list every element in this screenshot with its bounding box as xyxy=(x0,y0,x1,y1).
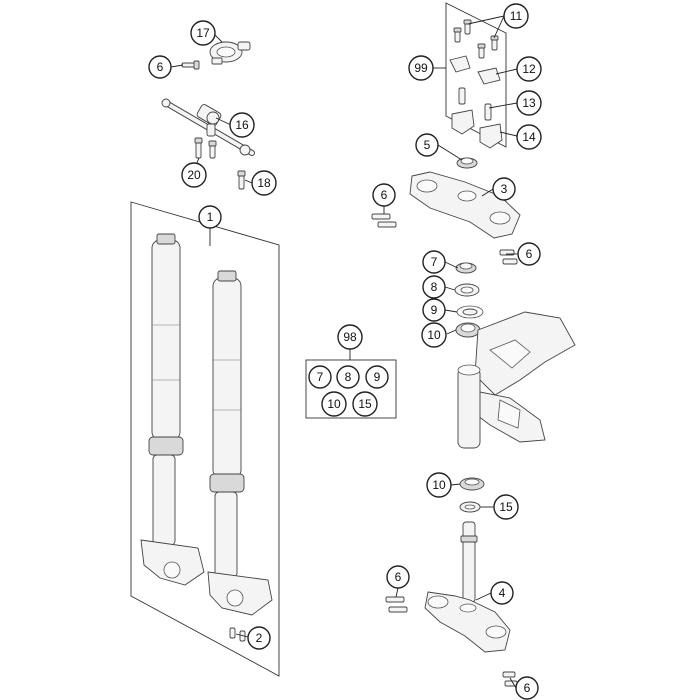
callout-99: 99 xyxy=(408,55,434,81)
kit-item-15-label: 15 xyxy=(358,397,372,411)
kit-item-9-label: 9 xyxy=(374,370,381,384)
fork-leg-right xyxy=(207,270,273,616)
callout-17: 17 xyxy=(190,20,216,46)
callout-20-label: 20 xyxy=(187,168,201,182)
callout-6-lower-left-label: 6 xyxy=(395,570,402,584)
kit-item-10: 10 xyxy=(321,391,347,417)
callout-4: 4 xyxy=(490,581,514,605)
callout-7: 7 xyxy=(422,250,446,274)
kit-item-8-label: 8 xyxy=(345,370,352,384)
callout-5-label: 5 xyxy=(424,138,431,152)
callout-8-label: 8 xyxy=(431,280,438,294)
callout-3: 3 xyxy=(492,177,516,201)
dust-seal xyxy=(454,283,480,297)
callout-98-label: 98 xyxy=(343,330,357,344)
callout-5: 5 xyxy=(415,133,439,157)
upper-triple-clamp xyxy=(409,171,521,239)
callout-4-label: 4 xyxy=(499,586,506,600)
clamp-screw xyxy=(181,60,200,70)
kit-item-9: 9 xyxy=(365,365,389,389)
callout-12: 12 xyxy=(516,56,542,82)
fork-leg-left xyxy=(140,233,205,586)
kit-item-15: 15 xyxy=(352,391,378,417)
callout-6-lower-left: 6 xyxy=(386,565,410,589)
handlebar-clamp-screws xyxy=(453,19,499,59)
callout-14-label: 14 xyxy=(522,130,536,144)
callout-15-label: 15 xyxy=(499,500,513,514)
callout-6-lower-right: 6 xyxy=(515,676,539,700)
callout-3-label: 3 xyxy=(501,182,508,196)
callout-14: 14 xyxy=(516,124,542,150)
callout-20: 20 xyxy=(181,162,207,188)
callout-2: 2 xyxy=(247,626,271,650)
callout-6-upper-right-label: 6 xyxy=(526,247,533,261)
callout-15: 15 xyxy=(493,494,519,520)
callout-98: 98 xyxy=(337,324,363,350)
callout-6-clamp-label: 6 xyxy=(157,60,164,74)
damper-screw xyxy=(237,170,246,190)
callout-17-label: 17 xyxy=(196,26,210,40)
handlebar-clamp-frame xyxy=(445,2,507,148)
callout-2-label: 2 xyxy=(256,631,263,645)
steering-damper-clamp xyxy=(209,41,251,65)
callout-99-label: 99 xyxy=(414,61,428,75)
callout-18-label: 18 xyxy=(257,176,271,190)
bearing-nut xyxy=(455,262,477,274)
callout-13-label: 13 xyxy=(522,96,536,110)
callout-11: 11 xyxy=(503,3,529,29)
callout-18: 18 xyxy=(251,170,277,196)
callout-16: 16 xyxy=(229,112,255,138)
callout-11-label: 11 xyxy=(510,9,523,23)
callout-7-label: 7 xyxy=(431,255,438,269)
leader-lines xyxy=(170,15,518,689)
callout-8: 8 xyxy=(422,275,446,299)
lower-bearing xyxy=(459,477,485,491)
callout-1: 1 xyxy=(198,205,222,229)
callout-10-lower-label: 10 xyxy=(432,478,446,492)
callout-10-upper: 10 xyxy=(421,322,447,348)
callout-9-label: 9 xyxy=(431,303,438,317)
callout-10-lower: 10 xyxy=(426,472,452,498)
callout-13: 13 xyxy=(516,90,542,116)
callout-1-label: 1 xyxy=(207,210,214,224)
handlebar-clamp-lower xyxy=(451,109,503,149)
kit-item-7: 7 xyxy=(308,365,332,389)
kit-98-box xyxy=(305,348,397,419)
callout-6-upper-left: 6 xyxy=(372,183,396,207)
clamp-screws-lower xyxy=(385,596,518,687)
seal-ring xyxy=(456,305,484,319)
steering-damper xyxy=(161,98,255,156)
callout-12-label: 12 xyxy=(522,62,536,76)
callout-6-lower-right-label: 6 xyxy=(524,681,531,695)
damper-bolts xyxy=(194,137,217,159)
kit-item-10-label: 10 xyxy=(327,397,341,411)
fork-frame xyxy=(130,201,280,677)
handlebar-clamp-upper xyxy=(449,55,501,85)
callout-6-upper-left-label: 6 xyxy=(381,188,388,202)
callout-10-upper-label: 10 xyxy=(427,328,441,342)
callout-6-upper-right: 6 xyxy=(517,242,541,266)
kit-item-7-label: 7 xyxy=(317,370,324,384)
callout-6-clamp: 6 xyxy=(148,55,172,79)
callout-9: 9 xyxy=(422,298,446,322)
steering-stem-nut xyxy=(456,157,478,169)
upper-bearing xyxy=(455,322,481,338)
lower-seal-ring xyxy=(459,501,481,513)
lower-triple-clamp xyxy=(424,591,511,653)
steering-stem xyxy=(460,521,478,603)
callout-16-label: 16 xyxy=(235,118,249,132)
kit-item-8: 8 xyxy=(336,365,360,389)
frame-head xyxy=(457,311,576,449)
